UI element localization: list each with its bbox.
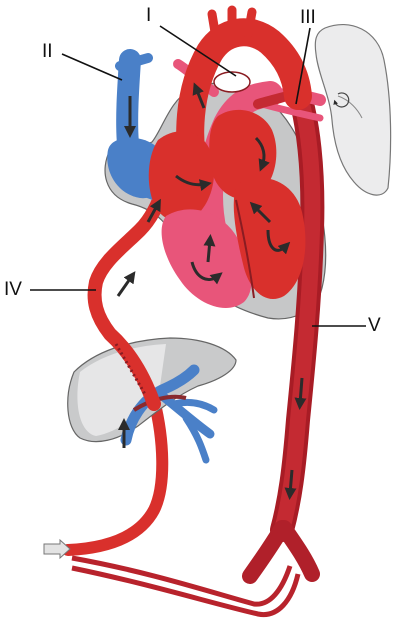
flow-arrow-aorta-2	[290, 470, 292, 494]
leader-line-II	[62, 54, 122, 80]
flow-arrow-rv	[208, 240, 210, 262]
label-V: V	[368, 316, 381, 335]
aortic-valve-opening	[214, 72, 250, 92]
brachiocephalic-artery	[212, 14, 216, 38]
label-III: III	[300, 8, 316, 27]
flow-arrow-ductus-venosus	[118, 276, 132, 296]
label-IV: IV	[4, 280, 22, 299]
flow-arrow-aorta-1	[300, 378, 302, 404]
label-I: I	[146, 6, 151, 25]
lung	[315, 25, 390, 196]
label-II: II	[42, 42, 53, 61]
iliac-artery-left	[250, 528, 282, 576]
left-subclavian-artery	[248, 12, 252, 34]
umbilical-artery-2	[72, 568, 298, 615]
